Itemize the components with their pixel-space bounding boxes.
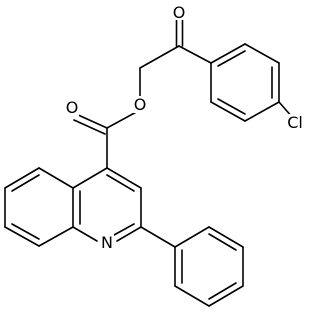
ester-carbonyl-oxygen-label: O — [65, 98, 79, 117]
svg-text:N: N — [101, 233, 113, 252]
svg-text:Cl: Cl — [287, 113, 303, 132]
svg-text:O: O — [173, 3, 186, 22]
atom-labels: O O O Cl N — [65, 3, 306, 252]
quinoline-nitrogen-label: N — [100, 233, 114, 252]
svg-text:O: O — [134, 95, 147, 114]
svg-text:O: O — [66, 98, 79, 117]
bond-lines — [4, 17, 294, 307]
chlorine-label: Cl — [284, 113, 306, 132]
ester-ether-oxygen-label: O — [133, 95, 147, 114]
ketone-oxygen-label: O — [172, 3, 186, 22]
